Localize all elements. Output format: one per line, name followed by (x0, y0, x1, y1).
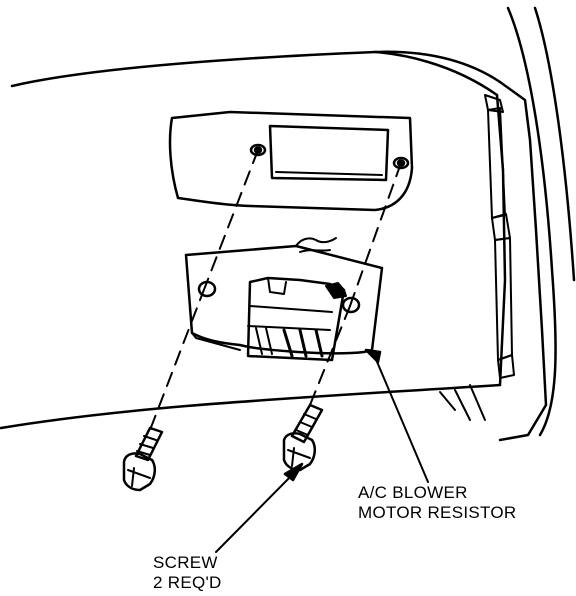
leader-screw (215, 462, 304, 553)
mounting-opening (168, 110, 414, 212)
resistor-label-line1: A/C BLOWER (358, 483, 468, 502)
screw-left (122, 426, 164, 492)
screw-label-line2: 2 REQ'D (153, 573, 222, 592)
blower-motor-resistor (184, 237, 384, 362)
screw-right (282, 403, 324, 472)
dashboard-housing (0, 6, 576, 442)
resistor-label-line2: MOTOR RESISTOR (358, 503, 517, 522)
leader-resistor (364, 348, 429, 483)
resistor-callout: A/C BLOWER MOTOR RESISTOR (358, 483, 516, 523)
alignment-lines (149, 149, 402, 431)
screw-callout: SCREW 2 REQ'D (153, 553, 222, 593)
screw-label-line1: SCREW (153, 553, 218, 572)
